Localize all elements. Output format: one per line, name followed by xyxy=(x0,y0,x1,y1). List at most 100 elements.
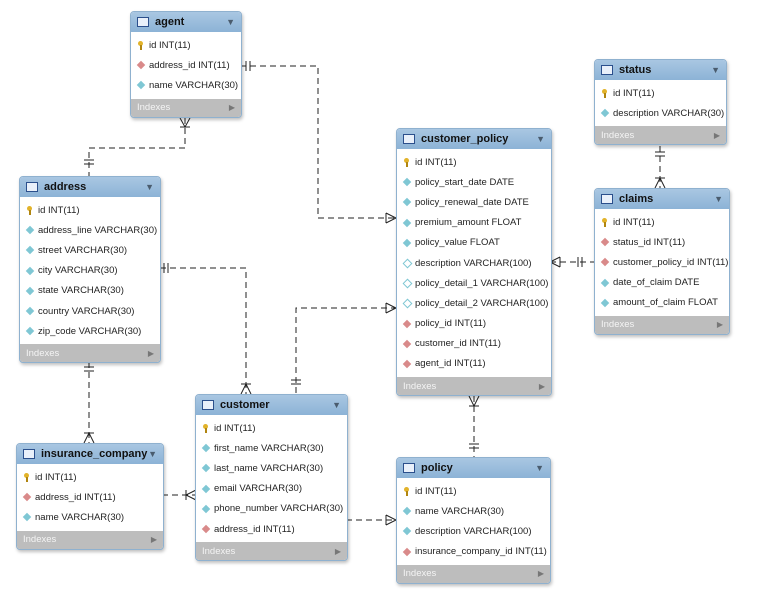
column-row[interactable]: customer_policy_id INT(11) xyxy=(595,252,729,272)
column-row[interactable]: address_id INT(11) xyxy=(131,55,241,75)
table-claims[interactable]: claims ▼ id INT(11) status_id INT(11) cu… xyxy=(594,188,730,335)
table-header[interactable]: customer ▼ xyxy=(196,395,347,415)
collapse-arrow-icon[interactable]: ▼ xyxy=(145,182,154,192)
column-row[interactable]: id INT(11) xyxy=(595,212,729,232)
indexes-bar[interactable]: Indexes▶ xyxy=(20,344,160,363)
column-row[interactable]: first_name VARCHAR(30) xyxy=(196,438,347,458)
column-row[interactable]: policy_id INT(11) xyxy=(397,314,551,334)
expand-arrow-icon[interactable]: ▶ xyxy=(716,320,723,330)
indexes-bar[interactable]: Indexes▶ xyxy=(595,126,726,145)
column-label: insurance_company_id INT(11) xyxy=(415,546,547,558)
indexes-bar[interactable]: Indexes▶ xyxy=(595,315,729,334)
column-row[interactable]: email VARCHAR(30) xyxy=(196,479,347,499)
table-icon xyxy=(403,134,415,144)
table-header[interactable]: status ▼ xyxy=(595,60,726,80)
table-insurance-company[interactable]: insurance_company ▼ id INT(11) address_i… xyxy=(16,443,164,550)
table-customer-policy[interactable]: customer_policy ▼ id INT(11) policy_star… xyxy=(396,128,552,397)
column-row[interactable]: policy_value FLOAT xyxy=(397,233,551,253)
column-row[interactable]: id INT(11) xyxy=(20,200,160,220)
table-header[interactable]: agent ▼ xyxy=(131,12,241,32)
table-header[interactable]: claims ▼ xyxy=(595,189,729,209)
column-row[interactable]: address_id INT(11) xyxy=(196,519,347,539)
column-row[interactable]: address_id INT(11) xyxy=(17,487,163,507)
column-row[interactable]: id INT(11) xyxy=(17,467,163,487)
column-label: name VARCHAR(30) xyxy=(35,511,125,523)
table-header[interactable]: policy ▼ xyxy=(397,458,550,478)
indexes-bar[interactable]: Indexes▶ xyxy=(196,542,347,561)
column-row[interactable]: id INT(11) xyxy=(397,481,550,501)
table-header[interactable]: address ▼ xyxy=(20,177,160,197)
indexes-bar[interactable]: Indexes▶ xyxy=(397,564,550,583)
primary-key-icon xyxy=(25,205,34,215)
column-label: id INT(11) xyxy=(613,87,655,99)
expand-arrow-icon[interactable]: ▶ xyxy=(538,381,545,391)
column-row[interactable]: customer_id INT(11) xyxy=(397,334,551,354)
indexes-bar[interactable]: Indexes▶ xyxy=(131,98,241,117)
column-row[interactable]: policy_detail_1 VARCHAR(100) xyxy=(397,273,551,293)
column-row[interactable]: country VARCHAR(30) xyxy=(20,301,160,321)
collapse-arrow-icon[interactable]: ▼ xyxy=(535,463,544,473)
table-customer[interactable]: customer ▼ id INT(11) first_name VARCHAR… xyxy=(195,394,348,562)
collapse-arrow-icon[interactable]: ▼ xyxy=(332,400,341,410)
column-row[interactable]: description VARCHAR(100) xyxy=(397,253,551,273)
column-row[interactable]: street VARCHAR(30) xyxy=(20,240,160,260)
column-row[interactable]: city VARCHAR(30) xyxy=(20,261,160,281)
column-row[interactable]: name VARCHAR(30) xyxy=(131,75,241,95)
column-label: state VARCHAR(30) xyxy=(38,285,124,297)
table-policy[interactable]: policy ▼ id INT(11) name VARCHAR(30) des… xyxy=(396,457,551,584)
table-agent[interactable]: agent ▼ id INT(11) address_id INT(11) na… xyxy=(130,11,242,118)
column-label: agent_id INT(11) xyxy=(415,358,486,370)
indexes-bar[interactable]: Indexes▶ xyxy=(397,377,551,396)
indexes-bar[interactable]: Indexes▶ xyxy=(17,530,163,549)
foreign-key-icon xyxy=(22,493,31,502)
expand-arrow-icon[interactable]: ▶ xyxy=(537,569,544,579)
column-row[interactable]: address_line VARCHAR(30) xyxy=(20,220,160,240)
column-icon xyxy=(402,238,411,247)
table-title: claims xyxy=(619,193,654,205)
table-status[interactable]: status ▼ id INT(11) description VARCHAR(… xyxy=(594,59,727,146)
rel-agent-address xyxy=(88,118,186,176)
expand-arrow-icon[interactable]: ▶ xyxy=(150,535,157,545)
column-row[interactable]: name VARCHAR(30) xyxy=(17,507,163,527)
column-row[interactable]: policy_start_date DATE xyxy=(397,172,551,192)
expand-arrow-icon[interactable]: ▶ xyxy=(334,546,341,556)
column-row[interactable]: insurance_company_id INT(11) xyxy=(397,542,550,562)
column-row[interactable]: amount_of_claim FLOAT xyxy=(595,293,729,313)
column-row[interactable]: zip_code VARCHAR(30) xyxy=(20,321,160,341)
column-label: customer_id INT(11) xyxy=(415,338,501,350)
column-list: id INT(11) name VARCHAR(30) description … xyxy=(397,478,550,565)
expand-arrow-icon[interactable]: ▶ xyxy=(228,103,235,113)
column-label: id INT(11) xyxy=(415,485,457,497)
expand-arrow-icon[interactable]: ▶ xyxy=(713,130,720,140)
table-title: address xyxy=(44,181,87,193)
column-row[interactable]: description VARCHAR(30) xyxy=(595,103,726,123)
collapse-arrow-icon[interactable]: ▼ xyxy=(711,65,720,75)
column-row[interactable]: premium_amount FLOAT xyxy=(397,213,551,233)
column-row[interactable]: name VARCHAR(30) xyxy=(397,501,550,521)
column-row[interactable]: state VARCHAR(30) xyxy=(20,281,160,301)
column-label: name VARCHAR(30) xyxy=(415,505,505,517)
column-row[interactable]: policy_renewal_date DATE xyxy=(397,192,551,212)
column-row[interactable]: id INT(11) xyxy=(196,418,347,438)
table-header[interactable]: customer_policy ▼ xyxy=(397,129,551,149)
column-row[interactable]: id INT(11) xyxy=(131,35,241,55)
collapse-arrow-icon[interactable]: ▼ xyxy=(714,194,723,204)
column-label: description VARCHAR(100) xyxy=(415,257,532,269)
column-row[interactable]: id INT(11) xyxy=(397,152,551,172)
collapse-arrow-icon[interactable]: ▼ xyxy=(536,134,545,144)
expand-arrow-icon[interactable]: ▶ xyxy=(147,348,154,358)
column-row[interactable]: date_of_claim DATE xyxy=(595,273,729,293)
column-icon xyxy=(600,298,609,307)
column-row[interactable]: status_id INT(11) xyxy=(595,232,729,252)
column-row[interactable]: agent_id INT(11) xyxy=(397,354,551,374)
table-header[interactable]: insurance_company ▼ xyxy=(17,444,163,464)
table-title: customer_policy xyxy=(421,133,509,145)
column-row[interactable]: id INT(11) xyxy=(595,83,726,103)
column-row[interactable]: policy_detail_2 VARCHAR(100) xyxy=(397,293,551,313)
column-row[interactable]: description VARCHAR(100) xyxy=(397,521,550,541)
column-row[interactable]: phone_number VARCHAR(30) xyxy=(196,499,347,519)
column-row[interactable]: last_name VARCHAR(30) xyxy=(196,458,347,478)
collapse-arrow-icon[interactable]: ▼ xyxy=(226,17,235,27)
table-address[interactable]: address ▼ id INT(11) address_line VARCHA… xyxy=(19,176,161,364)
collapse-arrow-icon[interactable]: ▼ xyxy=(148,449,157,459)
